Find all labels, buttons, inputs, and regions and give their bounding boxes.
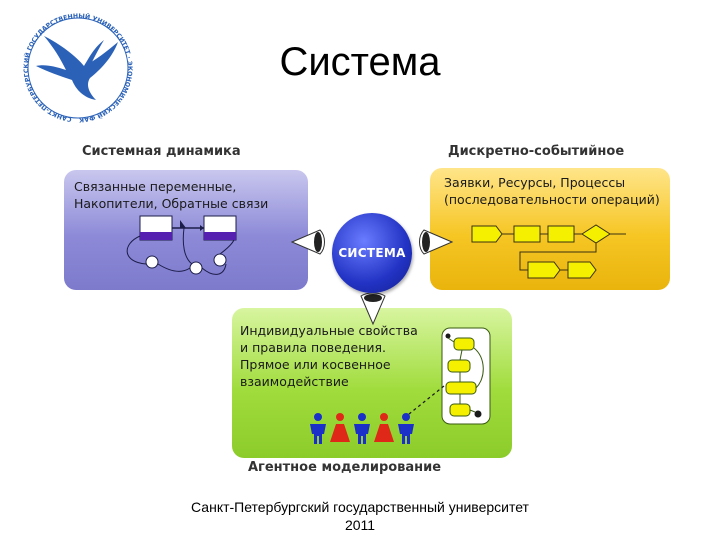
footer: Санкт-Петербургский государственный унив…	[150, 498, 570, 534]
eagle-icon	[36, 36, 118, 100]
eye-connector-left	[290, 229, 325, 255]
agents-group	[310, 413, 414, 444]
agent-male-1	[310, 413, 326, 444]
agent-based-box: Индивидуальные свойства и правила поведе…	[232, 308, 512, 458]
discrete-event-line1: Заявки, Ресурсы, Процессы	[444, 175, 626, 190]
agent-female-1	[330, 413, 350, 442]
agent-based-heading: Агентное моделирование	[248, 460, 442, 475]
agent-based-line1: Индивидуальные свойства	[240, 323, 418, 338]
discrete-event-heading: Дискретно-событийное	[448, 144, 625, 159]
system-dynamics-heading: Системная динамика	[82, 144, 241, 159]
system-dynamics-box: Связанные переменные, Накопители, Обратн…	[64, 170, 308, 290]
agent-male-3	[398, 413, 414, 444]
system-dynamics-line1: Связанные переменные,	[74, 179, 237, 194]
agent-female-2	[374, 413, 394, 442]
footer-year: 2011	[344, 517, 376, 533]
stock-flow-diagram	[126, 215, 237, 275]
system-center-circle: СИСТЕМА	[332, 213, 412, 293]
discrete-event-line2: (последовательности операций)	[444, 192, 660, 207]
system-center-label: СИСТЕМА	[338, 246, 406, 260]
eye-connector-bottom	[360, 292, 386, 326]
agent-based-line4: взаимодействие	[240, 374, 349, 389]
university-logo: САНКТ-ПЕТЕРБУРГСКИЙ ГОСУДАРСТВЕННЫЙ УНИВ…	[14, 8, 133, 123]
agent-male-2	[354, 413, 370, 444]
page-title: Система	[279, 40, 441, 84]
process-flow-diagram	[471, 224, 626, 279]
system-dynamics-line2: Накопители, Обратные связи	[74, 196, 269, 211]
footer-university: Санкт-Петербургский государственный унив…	[191, 499, 529, 515]
eye-connector-right	[419, 229, 454, 255]
statechart-diagram	[403, 327, 491, 425]
agent-based-line3: Прямое или косвенное	[240, 357, 391, 372]
agent-based-line2: и правила поведения.	[240, 340, 386, 355]
discrete-event-box: Заявки, Ресурсы, Процессы (последователь…	[430, 168, 670, 290]
